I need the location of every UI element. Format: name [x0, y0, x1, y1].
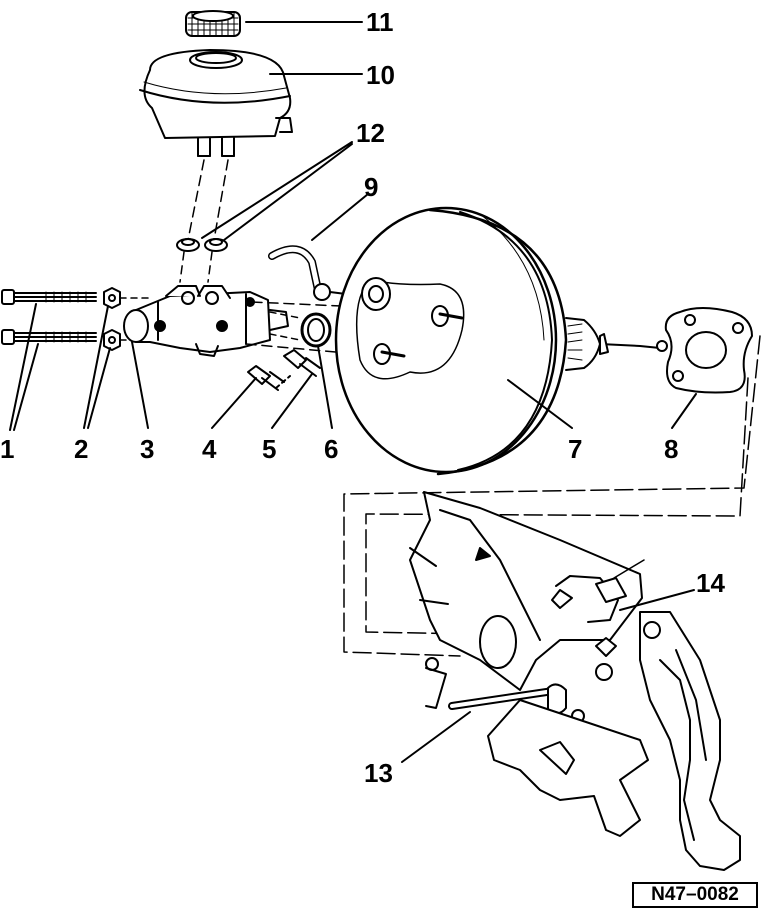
master-cylinder [123, 285, 289, 357]
callout-6: 6 [324, 434, 338, 464]
reference-code-label: N47–0082 [632, 882, 758, 908]
callout-3: 3 [140, 434, 154, 464]
callout-12: 12 [356, 118, 385, 148]
callout-13: 13 [364, 758, 393, 788]
brake-line-fitting [283, 349, 321, 377]
booster-gasket [664, 307, 753, 394]
brake-pedal [487, 699, 649, 837]
brake-light-switch [595, 559, 645, 603]
callout-5: 5 [262, 434, 276, 464]
fluid-reservoir [139, 49, 293, 157]
clutch-pedal [639, 611, 741, 871]
reservoir-guide-lines [187, 159, 229, 241]
callout-8: 8 [664, 434, 678, 464]
callout-7: 7 [568, 434, 582, 464]
assembly-guide-line-outer [343, 335, 761, 657]
vacuum-hose [268, 245, 347, 301]
callout-1: 1 [0, 434, 14, 464]
mounting-nuts [103, 287, 121, 351]
callout-14: 14 [696, 568, 725, 598]
brake-booster [334, 206, 668, 476]
callout-10: 10 [366, 60, 395, 90]
callout-2: 2 [74, 434, 88, 464]
pedal-pivot-shaft [425, 657, 567, 715]
callout-labels: 11 10 12 9 1 2 3 4 5 6 7 8 14 13 [0, 7, 725, 788]
assembly-guide-line-inner [365, 377, 749, 635]
pressure-switch [247, 365, 291, 391]
callout-4: 4 [202, 434, 217, 464]
reservoir-cap [185, 10, 241, 37]
reservoir-seals [176, 238, 228, 252]
callout-11: 11 [366, 7, 394, 37]
callout-9: 9 [364, 172, 378, 202]
o-ring [300, 312, 332, 348]
callout-leaders [9, 21, 697, 763]
mounting-bolts [1, 289, 97, 345]
pedal-bracket [409, 491, 643, 723]
